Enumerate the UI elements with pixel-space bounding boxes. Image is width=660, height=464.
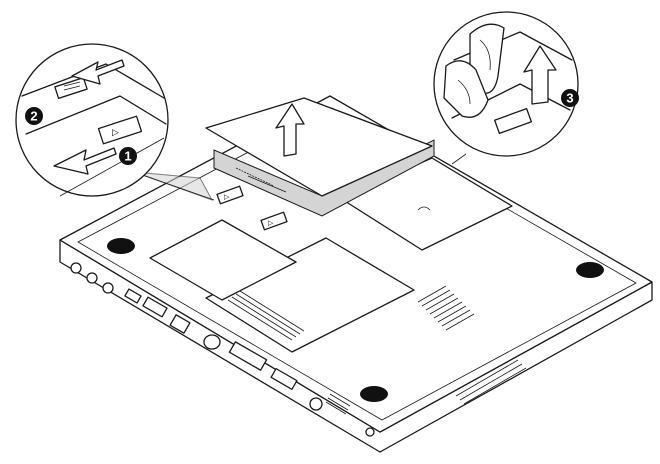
release-latch-slide-arrow-icon <box>53 147 117 175</box>
battery-pack <box>205 97 435 217</box>
battery-lift-up-arrow-icon <box>523 45 557 105</box>
left-access-cover <box>149 219 297 301</box>
latch-detail-magnifier: ▷ <box>15 43 215 201</box>
step-number-1: 1 <box>124 149 131 164</box>
step-badge-2: 2 <box>25 107 43 125</box>
step-number-2: 2 <box>30 109 37 124</box>
svg-text:▷: ▷ <box>112 127 119 137</box>
svg-text:▷: ▷ <box>268 220 274 227</box>
side-ports <box>70 262 375 437</box>
base-battery-latches: ▷ ▷ <box>216 185 288 231</box>
svg-text:▷: ▷ <box>224 194 230 201</box>
vent-slots <box>227 285 527 415</box>
battery-lift-up-arrow-icon <box>275 103 305 157</box>
step-badge-3: 3 <box>561 89 579 107</box>
lift-detail-magnifier <box>433 11 579 165</box>
step-badge-1: 1 <box>119 147 137 165</box>
lock-latch-slide-arrow-icon <box>71 59 125 85</box>
step-number-3: 3 <box>566 91 573 106</box>
